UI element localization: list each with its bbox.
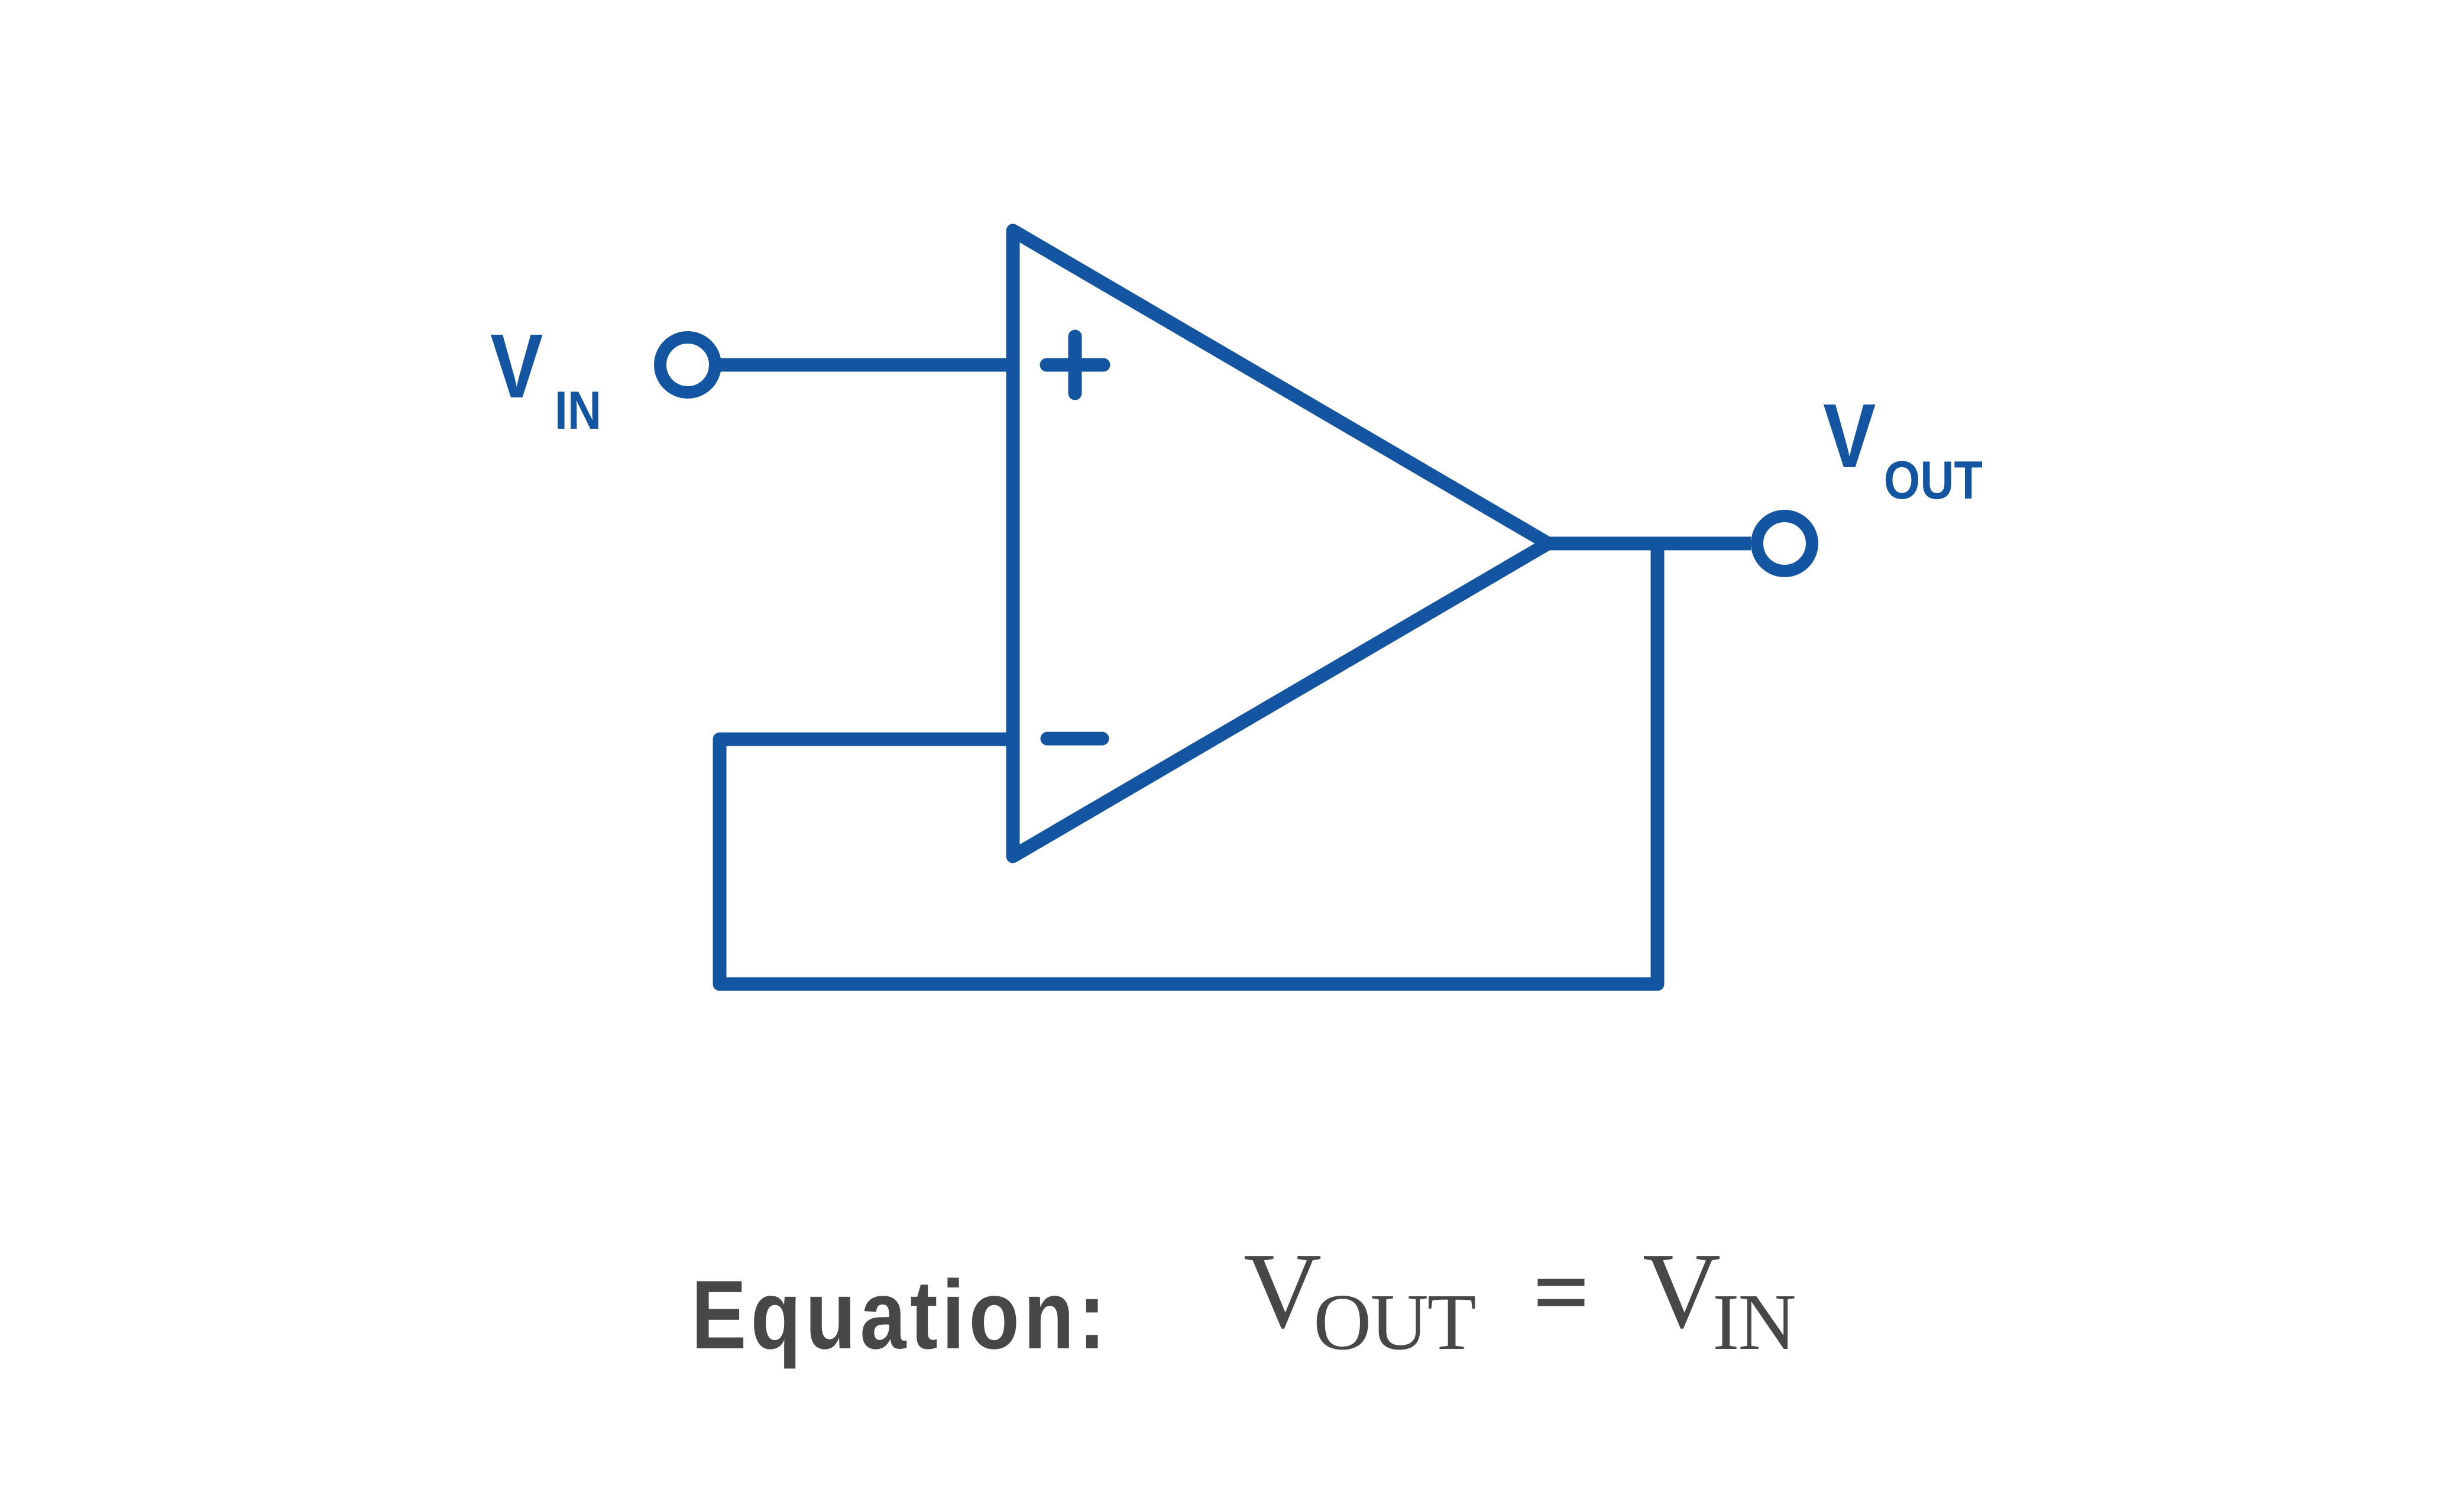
plus-icon (1040, 329, 1110, 400)
equation-rhs-subscript: IN (1712, 1278, 1796, 1367)
equation-equals-sign: = (1533, 1237, 1590, 1348)
feedback-wire (713, 543, 1665, 991)
input-terminal (654, 331, 721, 399)
equation-rhs: VIN (1643, 1237, 1796, 1363)
vout-label: V OUT (1823, 384, 1983, 510)
vin-label: V IN (490, 315, 601, 441)
equation-lhs-subscript: OUT (1313, 1278, 1477, 1367)
equation-rhs-base: V (1643, 1231, 1721, 1351)
vin-subscript: IN (555, 381, 601, 441)
output-terminal (1751, 510, 1818, 577)
equation-lhs-base: V (1244, 1231, 1322, 1351)
equation-label: Equation: (691, 1260, 1110, 1369)
vout-base: V (1823, 384, 1876, 487)
vout-subscript: OUT (1884, 451, 1983, 510)
opamp-triangle (1006, 224, 1555, 863)
equation-lhs: VOUT (1244, 1237, 1477, 1363)
vin-base: V (490, 315, 543, 417)
